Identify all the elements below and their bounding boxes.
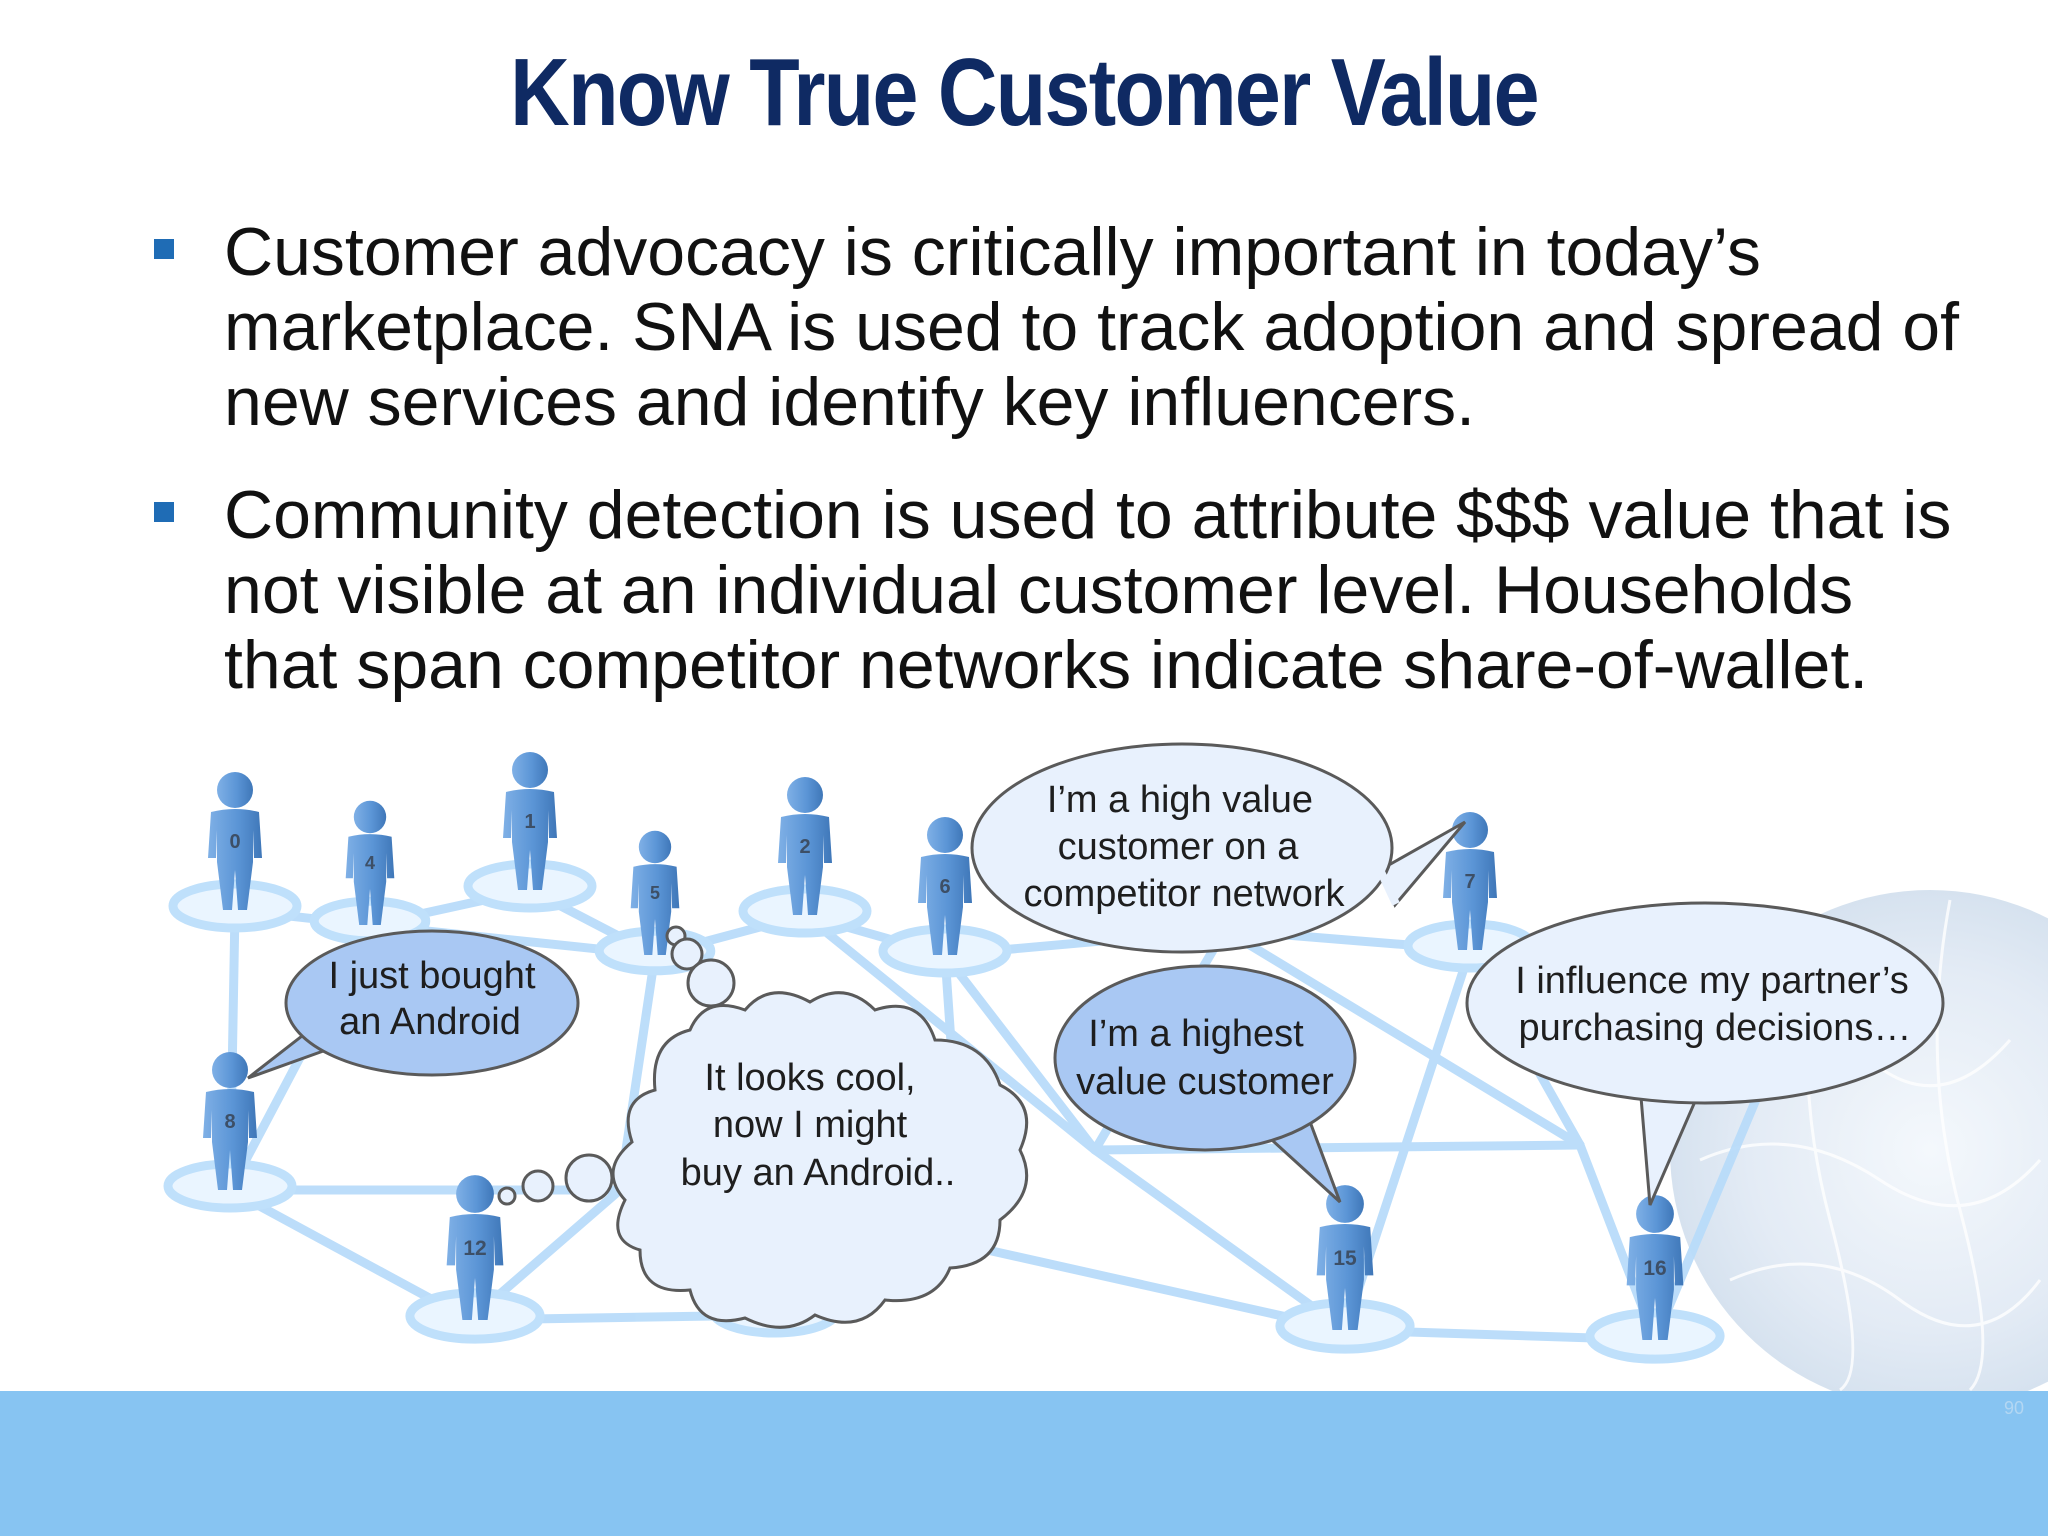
person-ring — [878, 924, 1012, 978]
person-ring — [463, 859, 597, 913]
person-figure: 12 — [446, 1175, 504, 1320]
footer-band — [0, 1391, 2048, 1536]
speech-bubble-influencer: I influence my partner’s purchasing deci… — [1465, 901, 1945, 1206]
person-figure: 7 — [1443, 812, 1497, 950]
bullet-list: Customer advocacy is critically importan… — [150, 215, 1970, 741]
person-figure: 6 — [918, 817, 972, 955]
person-number-label: 4 — [365, 853, 375, 873]
person-ring — [738, 884, 872, 938]
person-number-label: 12 — [463, 1237, 486, 1260]
person-ring — [405, 1288, 545, 1344]
bubble-high-value-line1: I’m a high value — [1047, 779, 1313, 821]
person-figure: 2 — [778, 777, 832, 915]
bubble-android-line1: I just bought — [328, 955, 535, 997]
thought-cloud: It looks cool, now I might buy an Androi… — [497, 925, 1029, 1329]
speech-bubble-android-bought: I just bought an Android — [247, 929, 580, 1080]
person-ring — [1275, 1298, 1415, 1354]
bullet-square-icon — [154, 239, 174, 259]
social-network-illustration: 0124567812131516 I just bought an Androi… — [163, 742, 2048, 1396]
bullet-text: Customer advocacy is critically importan… — [224, 214, 1959, 440]
person-number-label: 1 — [524, 811, 535, 833]
thought-line3: buy an Android.. — [681, 1152, 956, 1194]
person-number-label: 2 — [799, 836, 810, 858]
bubble-android-line2: an Android — [339, 1001, 521, 1043]
person-figure: 1 — [503, 752, 557, 890]
speech-bubble-highest-value: I’m a highest value customer — [1053, 964, 1357, 1204]
person-number-label: 6 — [939, 876, 950, 898]
bubble-high-value-line3: competitor network — [1023, 873, 1345, 915]
bullet-square-icon — [154, 502, 174, 522]
bubble-highest-line1: I’m a highest — [1088, 1013, 1304, 1055]
person-ring — [163, 1159, 297, 1213]
person-figure: 15 — [1316, 1185, 1374, 1330]
bubble-influencer-line2: purchasing decisions… — [1519, 1007, 1912, 1049]
person-number-label: 5 — [650, 883, 660, 903]
bubble-highest-line2: value customer — [1076, 1061, 1334, 1103]
person-number-label: 7 — [1464, 871, 1475, 893]
person-number-label: 15 — [1333, 1247, 1357, 1270]
person-number-label: 8 — [224, 1111, 235, 1133]
person-number-label: 0 — [229, 831, 240, 853]
page-number: 90 — [2003, 1398, 2024, 1418]
bubble-high-value-line2: customer on a — [1058, 826, 1300, 868]
bubble-influencer-line1: I influence my partner’s — [1515, 960, 1909, 1002]
person-ring — [1585, 1308, 1725, 1364]
thought-line2: now I might — [713, 1104, 908, 1146]
bullet-item: Community detection is used to attribute… — [150, 478, 1970, 703]
bullet-item: Customer advocacy is critically importan… — [150, 215, 1970, 440]
person-figure: 16 — [1626, 1195, 1684, 1340]
person-ring — [168, 879, 302, 933]
person-figure: 4 — [345, 800, 395, 925]
person-figure: 8 — [203, 1052, 257, 1190]
thought-line1: It looks cool, — [704, 1057, 915, 1099]
speech-bubble-high-value: I’m a high value customer on a competito… — [970, 742, 1467, 954]
person-number-label: 16 — [1643, 1257, 1666, 1280]
person-figure: 0 — [208, 772, 262, 910]
bullet-text: Community detection is used to attribute… — [224, 477, 1952, 703]
slide-title: Know True Customer Value — [510, 39, 1539, 146]
